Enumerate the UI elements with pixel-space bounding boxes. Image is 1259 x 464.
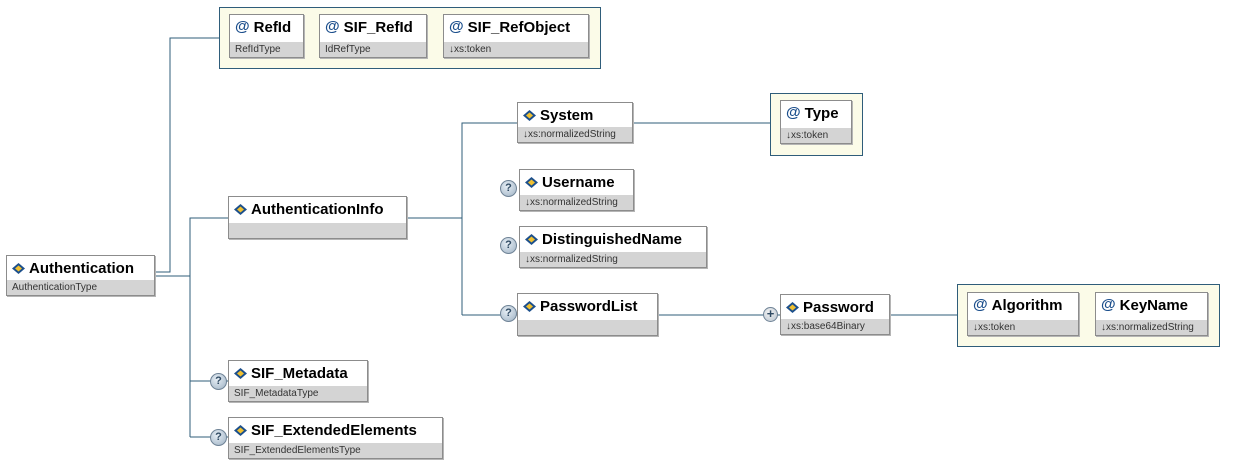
element-name: PasswordList [540, 298, 638, 315]
attribute-name: SIF_RefObject [467, 19, 571, 36]
attribute-type: RefIdType [230, 42, 303, 57]
attribute-icon: @ [325, 17, 340, 35]
element-name: Username [542, 174, 615, 191]
element-icon [523, 301, 536, 312]
element-type: SIF_MetadataType [229, 386, 367, 401]
element-type: ↓xs:normalizedString [520, 252, 706, 267]
element-type: SIF_ExtendedElementsType [229, 443, 442, 458]
attribute-keyname[interactable]: @KeyName ↓xs:normalizedString [1095, 292, 1208, 336]
element-type [518, 320, 657, 335]
element-name: SIF_ExtendedElements [251, 422, 417, 439]
optional-badge: ? [500, 237, 517, 254]
attribute-algorithm[interactable]: @Algorithm ↓xs:token [967, 292, 1079, 336]
attribute-name: Algorithm [991, 297, 1063, 314]
attribute-icon: @ [235, 17, 250, 35]
element-name: Password [803, 299, 874, 316]
attribute-name: RefId [253, 19, 292, 36]
optional-badge: ? [210, 373, 227, 390]
attribute-icon: @ [973, 295, 988, 313]
element-name: SIF_Metadata [251, 365, 348, 382]
element-authenticationinfo[interactable]: AuthenticationInfo [228, 196, 407, 239]
attribute-name: KeyName [1119, 297, 1189, 314]
attribute-type-label: ↓xs:token [781, 128, 851, 143]
element-passwordlist[interactable]: PasswordList [517, 293, 658, 336]
repeating-badge: + [763, 307, 778, 322]
element-name: DistinguishedName [542, 231, 683, 248]
optional-badge: ? [500, 305, 517, 322]
attribute-type: ↓xs:token [444, 42, 588, 57]
attribute-type[interactable]: @Type ↓xs:token [780, 100, 852, 144]
element-type: AuthenticationType [7, 280, 154, 295]
attribute-icon: @ [449, 17, 464, 35]
element-icon [523, 110, 536, 121]
optional-badge: ? [500, 180, 517, 197]
element-sif-metadata[interactable]: SIF_Metadata SIF_MetadataType [228, 360, 368, 402]
element-name: Authentication [29, 260, 134, 277]
element-icon [786, 302, 799, 313]
attribute-type: IdRefType [320, 42, 426, 57]
attribute-type: ↓xs:normalizedString [1096, 320, 1207, 335]
attribute-type: ↓xs:token [968, 320, 1078, 335]
element-sif-extendedelements[interactable]: SIF_ExtendedElements SIF_ExtendedElement… [228, 417, 443, 459]
attribute-sif-refobject[interactable]: @SIF_RefObject ↓xs:token [443, 14, 589, 58]
element-type: ↓xs:normalizedString [518, 127, 632, 142]
optional-badge: ? [210, 429, 227, 446]
attribute-sif-refid[interactable]: @SIF_RefId IdRefType [319, 14, 427, 58]
element-authentication[interactable]: Authentication AuthenticationType [6, 255, 155, 296]
attribute-name: Type [804, 105, 839, 122]
element-icon [234, 204, 247, 215]
attribute-refid[interactable]: @RefId RefIdType [229, 14, 304, 58]
element-name: System [540, 107, 594, 124]
element-name: AuthenticationInfo [251, 201, 384, 218]
element-icon [12, 263, 25, 274]
element-system[interactable]: System ↓xs:normalizedString [517, 102, 633, 143]
element-icon [525, 234, 538, 245]
element-username[interactable]: Username ↓xs:normalizedString [519, 169, 634, 211]
attribute-name: SIF_RefId [343, 19, 413, 36]
element-icon [234, 368, 247, 379]
element-password[interactable]: Password ↓xs:base64Binary [780, 294, 890, 335]
element-distinguishedname[interactable]: DistinguishedName ↓xs:normalizedString [519, 226, 707, 268]
element-icon [234, 425, 247, 436]
element-type [229, 223, 406, 238]
element-icon [525, 177, 538, 188]
attribute-icon: @ [786, 103, 801, 121]
element-type: ↓xs:base64Binary [781, 319, 889, 334]
element-type: ↓xs:normalizedString [520, 195, 633, 210]
attribute-icon: @ [1101, 295, 1116, 313]
